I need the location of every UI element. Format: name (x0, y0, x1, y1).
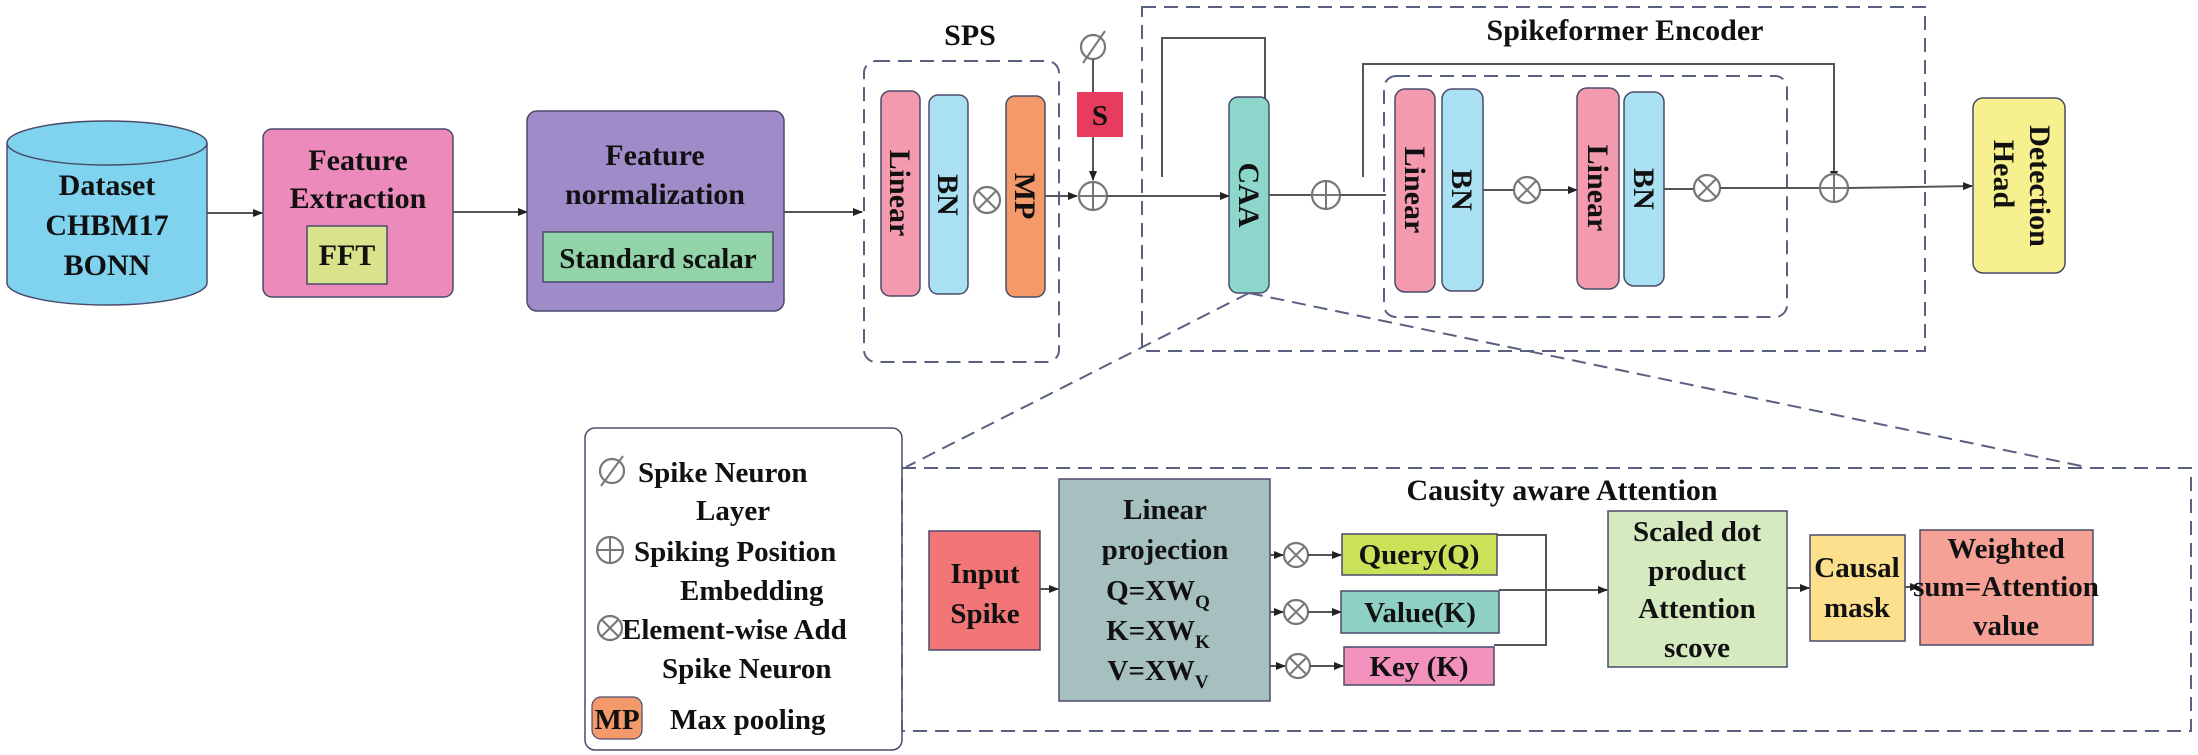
feature-extraction-block: Feature Extraction FFT (262, 128, 454, 298)
element-wise-add-icon (1692, 173, 1722, 203)
causal-mask-label-2: mask (1824, 592, 1891, 624)
legend-item-1-line-1: Spike Neuron (638, 457, 807, 489)
encoder-linear-2-label: Linear (1581, 145, 1614, 232)
encoder-bn-2-label: BN (1627, 168, 1660, 210)
scaled-dot-label-3: Attention (1638, 593, 1756, 625)
caa-label: CAA (1232, 163, 1265, 228)
scaled-dot-label-2: product (1648, 555, 1746, 587)
feature-normalization-block: Feature normalization Standard scalar (526, 110, 785, 312)
standard-scalar-box (542, 231, 774, 283)
weighted-sum-label-2: sum=Attention (1913, 571, 2099, 603)
element-wise-add-icon (1512, 175, 1542, 205)
encoder-linear-1 (1394, 88, 1436, 293)
legend-item-2-line-2: Embedding (680, 575, 824, 607)
sps-title: SPS (944, 19, 996, 52)
linear-projection-block (1058, 478, 1271, 702)
key-label: Key (K) (1369, 651, 1468, 683)
s-block-label: S (1092, 100, 1108, 132)
feature-normalization-label-2: normalization (565, 178, 745, 211)
dataset-label-3: BONN (64, 249, 151, 282)
ffn-group (1383, 75, 1788, 318)
spiking-position-embedding-icon (1077, 180, 1109, 212)
scaled-dot-block (1607, 510, 1788, 668)
element-wise-add-icon (596, 614, 624, 642)
fft-label: FFT (319, 239, 376, 272)
weighted-sum-label-3: value (1973, 610, 2039, 642)
linear-projection-label-1: Linear (1123, 494, 1207, 526)
encoder-linear-2 (1576, 87, 1620, 290)
spiking-position-embedding-icon (595, 535, 625, 565)
scaled-dot-label-1: Scaled dot (1633, 516, 1761, 548)
equation-v: V=XWV (1107, 655, 1208, 693)
legend-item-2-line-1: Spiking Position (634, 536, 836, 568)
encoder-title: Spikeformer Encoder (1487, 14, 1764, 47)
legend-item-3-line-2: Spike Neuron (662, 653, 831, 685)
element-wise-add-icon (1282, 598, 1310, 626)
key-block (1343, 646, 1495, 686)
dataset-label-1: Dataset (59, 169, 156, 202)
spikeformer-encoder: Spikeformer Encoder CAA Linear BN Linea (1141, 6, 1926, 352)
feature-normalization-label-1: Feature (605, 139, 704, 172)
spike-neuron-layer-icon (1079, 30, 1107, 64)
dataset-cylinder: Dataset CHBM17 BONN (6, 120, 208, 306)
fft-box (306, 225, 388, 285)
element-wise-add-icon (972, 185, 1002, 215)
detection-head-label-1: Detection (2023, 125, 2056, 247)
max-pooling-badge: MP (594, 704, 639, 736)
encoder-bn-1-label: BN (1445, 169, 1478, 211)
element-wise-add-icon (1284, 652, 1312, 680)
s-block (1077, 92, 1123, 137)
causal-mask-block (1809, 534, 1906, 642)
linear-projection-label-2: projection (1102, 534, 1229, 566)
causity-aware-attention: Causity aware Attention Input Spike Line… (901, 467, 2192, 732)
equation-q: Q=XWQ (1106, 575, 1210, 613)
weighted-sum-block (1919, 529, 2094, 646)
dataset-label-2: CHBM17 (45, 209, 168, 242)
sps-block: SPS Linear BN MP (863, 19, 1060, 363)
element-wise-add-icon (1282, 541, 1310, 569)
spike-neuron-layer-icon (598, 455, 626, 487)
query-label: Query(Q) (1359, 539, 1480, 571)
sps-bn-label: BN (931, 174, 964, 216)
value-label: Value(K) (1364, 597, 1476, 629)
residual-arrow-2 (1362, 63, 1838, 181)
legend-item-3-line-1: Element-wise Add (622, 614, 847, 646)
legend-item-4-line-1: Max pooling (670, 704, 826, 736)
attention-title: Causity aware Attention (1406, 474, 1717, 507)
value-block (1340, 590, 1500, 634)
spiking-position-embedding-icon (1818, 172, 1850, 204)
detection-head-block: Detection Head (1972, 97, 2066, 274)
encoder-linear-1-label: Linear (1398, 147, 1431, 234)
detection-head-label-2: Head (1987, 140, 2020, 209)
legend: Spike Neuron Layer Spiking Position Embe… (584, 427, 903, 751)
sps-bn-block (928, 94, 969, 295)
query-block (1341, 533, 1498, 576)
legend-item-1-line-2: Layer (696, 495, 770, 527)
weighted-sum-label-1: Weighted (1947, 533, 2065, 565)
sps-linear-label: Linear (883, 150, 916, 237)
zoom-line-right (1248, 292, 2087, 468)
feature-extraction-label-2: Extraction (290, 182, 427, 215)
max-pooling-icon: MP (591, 696, 643, 740)
standard-scalar-label: Standard scalar (559, 243, 757, 275)
equation-k: K=XWK (1106, 615, 1210, 653)
spiking-position-embedding-icon (1310, 179, 1342, 211)
arrow-encoder-to-head (1847, 182, 1973, 191)
input-spike-block (928, 530, 1041, 651)
sps-mp-label: MP (1008, 173, 1041, 220)
causal-mask-label-1: Causal (1814, 552, 1899, 584)
input-spike-label-2: Spike (950, 598, 1019, 630)
sps-linear-block (880, 90, 921, 297)
zoom-line-left (905, 292, 1250, 468)
scaled-dot-label-4: scove (1664, 632, 1730, 664)
feature-extraction-label-1: Feature (308, 144, 407, 177)
input-spike-label-1: Input (950, 558, 1020, 590)
